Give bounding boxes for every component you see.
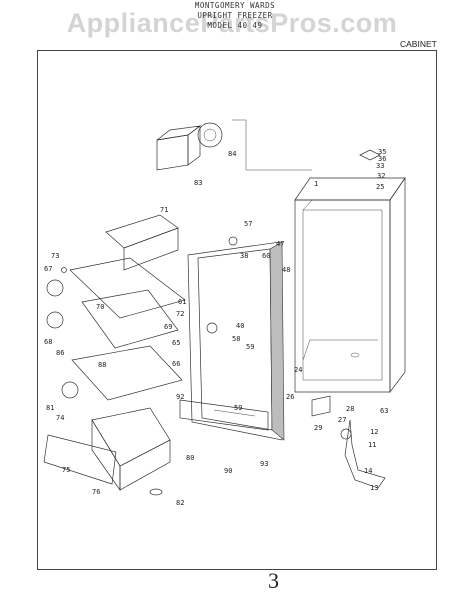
callout-label: 11: [368, 441, 376, 449]
callout-label: 35: [378, 148, 386, 156]
section-title: CABINET: [400, 39, 437, 49]
callout-label: 47: [276, 240, 284, 248]
leader-line: [232, 119, 312, 171]
callout-label: 13: [370, 484, 378, 492]
header-line-product: UPRIGHT FREEZER: [197, 11, 273, 20]
callout-label: 36: [378, 155, 386, 163]
callout-label: 1: [314, 180, 318, 188]
callout-label: 32: [377, 172, 385, 180]
diagram-frame: [37, 50, 437, 570]
callout-label: 58: [232, 335, 240, 343]
callout-label: 76: [92, 488, 100, 496]
callout-label: 81: [46, 404, 54, 412]
callout-label: 57: [244, 220, 252, 228]
callout-label: 88: [98, 361, 106, 369]
callout-label: 83: [194, 179, 202, 187]
callout-label: 12: [370, 428, 378, 436]
callout-label: 25: [376, 183, 384, 191]
door-assembly: [179, 241, 285, 441]
evaporator-assembly: [156, 122, 223, 171]
callout-label: 68: [44, 338, 52, 346]
callout-label: 48: [282, 266, 290, 274]
callout-label: 27: [338, 416, 346, 424]
callout-label: 33: [376, 162, 384, 170]
callout-label: 82: [176, 499, 184, 507]
callout-label: 38: [240, 252, 248, 260]
watermark: AppliancePartsPros.com: [66, 8, 398, 38]
hardware-parts: [46, 149, 386, 496]
callout-label: 69: [164, 323, 172, 331]
page-number: 3: [268, 568, 279, 593]
callout-label: 70: [96, 303, 104, 311]
callout-label: 93: [260, 460, 268, 468]
callout-label: 59: [234, 404, 242, 412]
callout-label: 84: [228, 150, 236, 158]
callout-label: 60: [262, 252, 270, 260]
callout-label: 74: [56, 414, 64, 422]
callout-label: 92: [176, 393, 184, 401]
header-line-model: MODEL 40 49: [207, 21, 263, 30]
callout-label: 63: [380, 407, 388, 415]
callout-label: 28: [346, 405, 354, 413]
callout-label: 73: [51, 252, 59, 260]
callout-label: 75: [62, 466, 70, 474]
callout-label: 66: [172, 360, 180, 368]
shelves-and-baskets: [43, 214, 186, 492]
callout-label: 29: [314, 424, 322, 432]
callout-label: 72: [176, 310, 184, 318]
header-line-manufacturer: MONTGOMERY WARDS: [194, 1, 276, 10]
callout-label: 71: [160, 206, 168, 214]
callout-label: 86: [56, 349, 64, 357]
callout-label: 40: [236, 322, 244, 330]
callout-label: 65: [172, 339, 180, 347]
callout-label: 59: [246, 343, 254, 351]
callout-label: 61: [178, 298, 186, 306]
callout-label: 80: [186, 454, 194, 462]
part-callouts: 1 11 12 13 14 24 25 26 27 28 29 32 33 35…: [44, 148, 388, 507]
callout-label: 90: [224, 467, 232, 475]
callout-label: 24: [294, 366, 302, 374]
callout-label: 26: [286, 393, 294, 401]
cabinet-body: [294, 176, 406, 394]
callout-label: 67: [44, 265, 52, 273]
callout-label: 14: [364, 467, 372, 475]
